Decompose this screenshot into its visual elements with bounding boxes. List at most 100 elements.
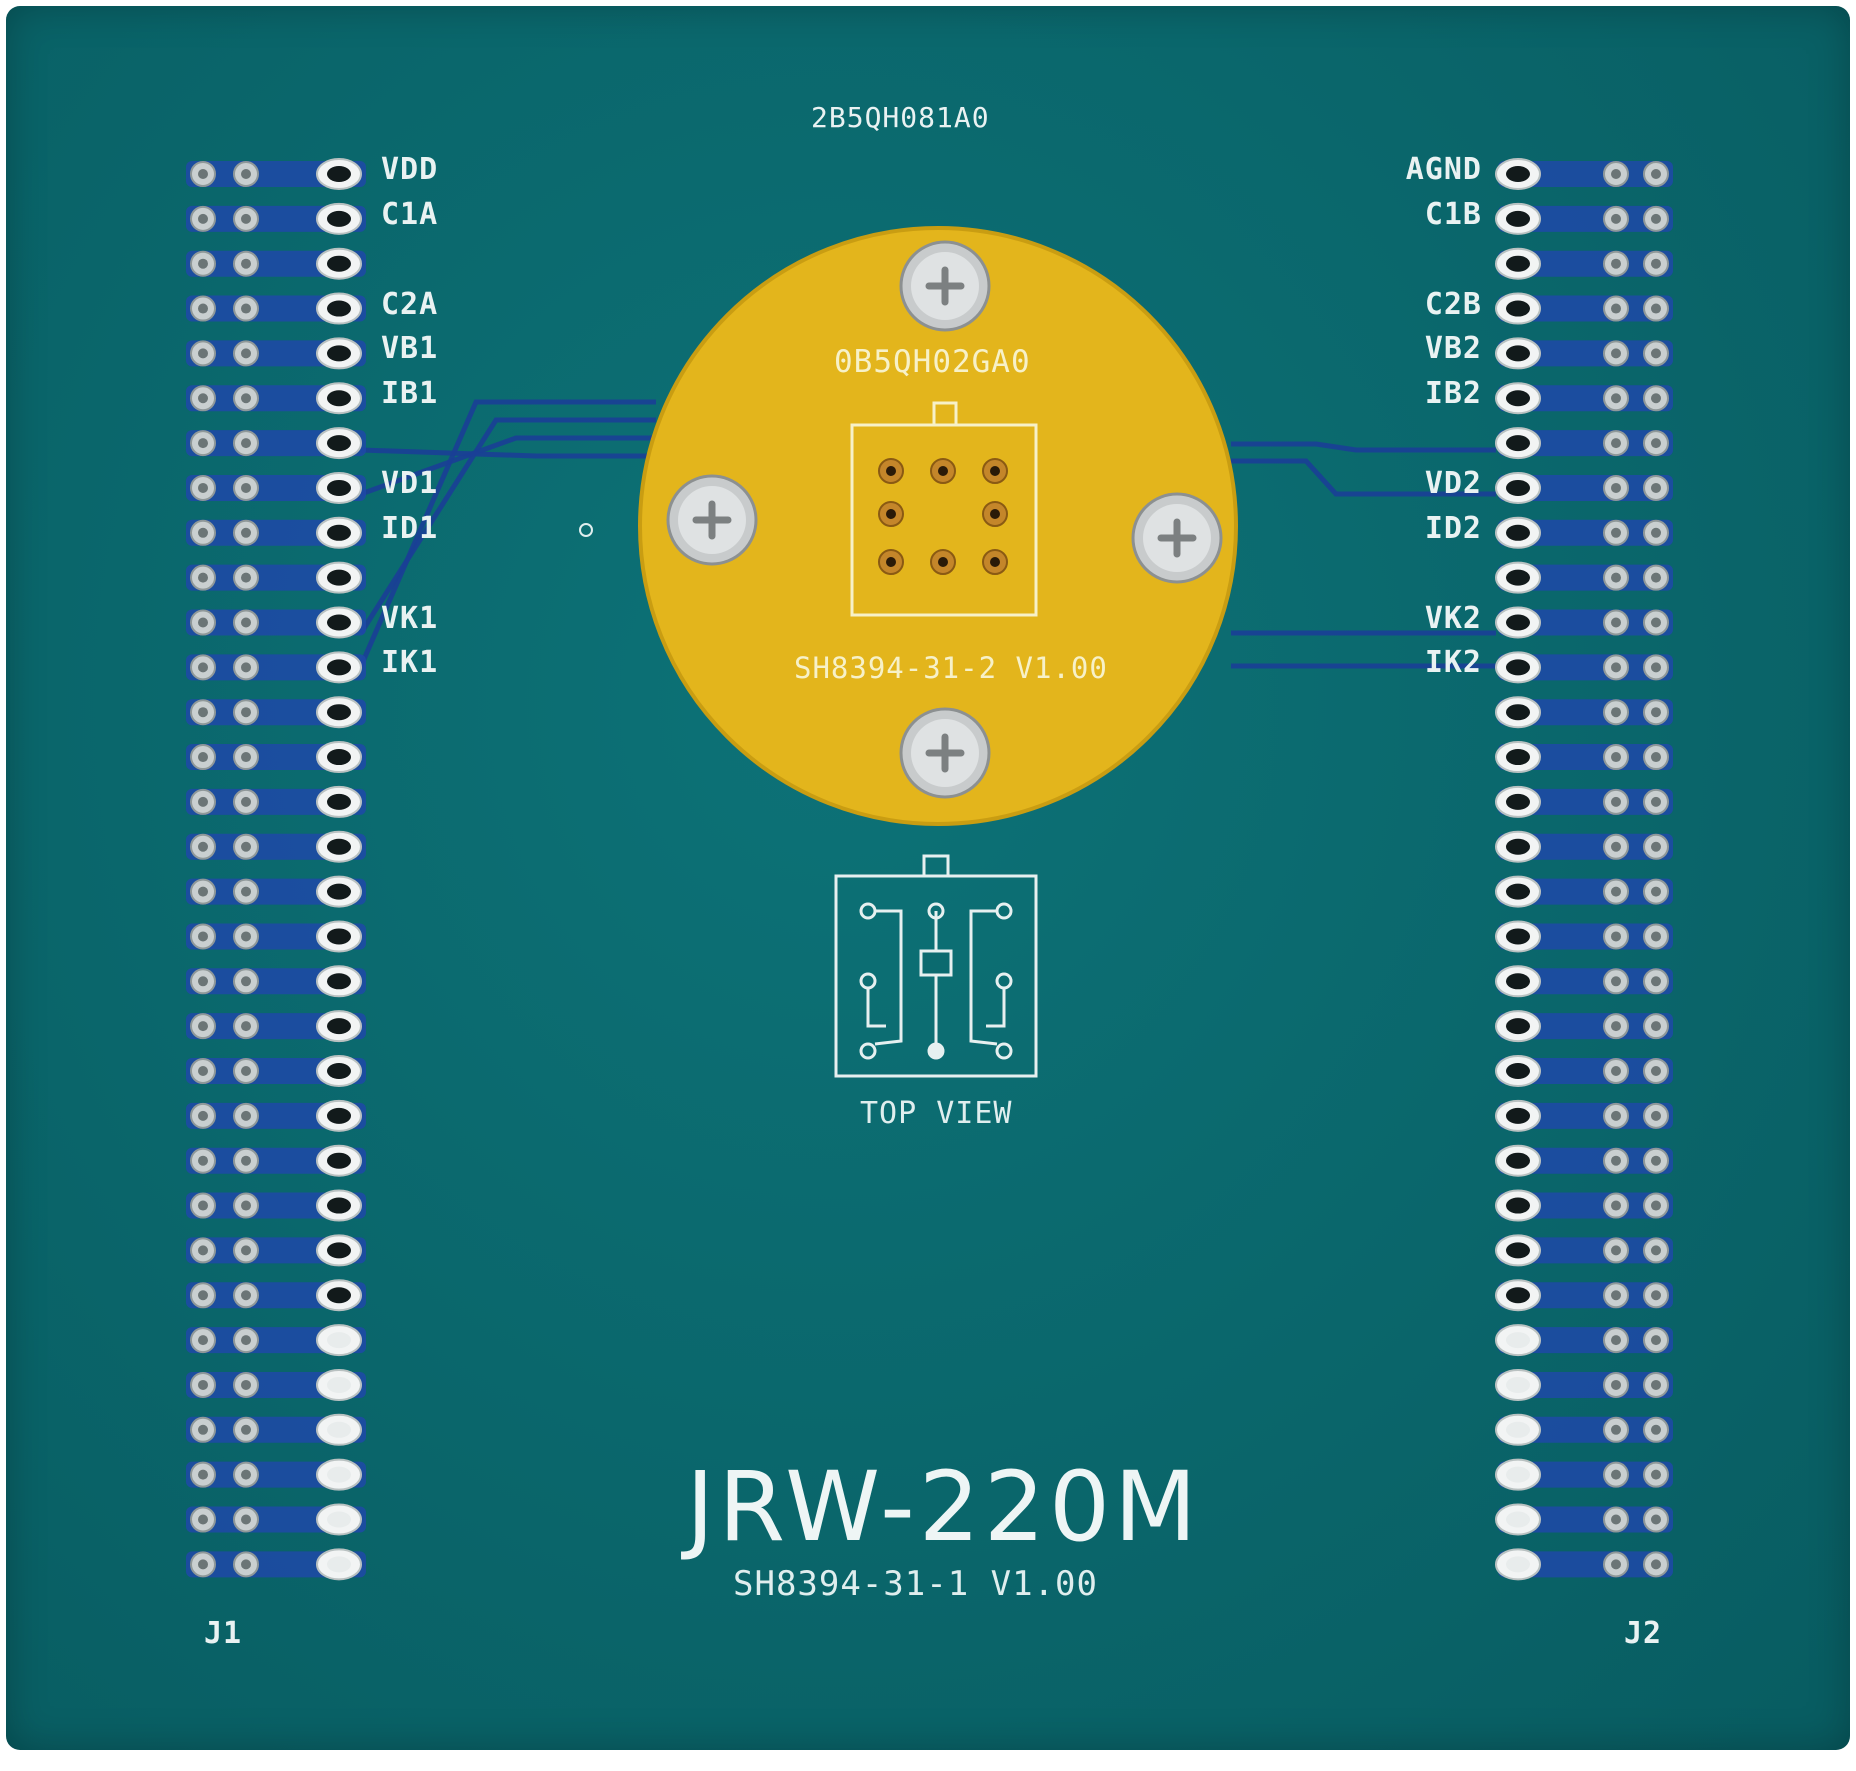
j2-pin-hole [1651, 1066, 1661, 1076]
via [579, 523, 593, 537]
j1-pin-hole [198, 796, 208, 807]
pcb-artwork [186, 158, 1673, 1581]
j2-pin-hole [1611, 1110, 1621, 1121]
j2-pin-label: IK2 [1424, 645, 1482, 681]
j1-pin-hole [198, 1335, 208, 1346]
j2-large-pad-hole [1506, 479, 1530, 496]
j2-large-pad-hole [1506, 300, 1530, 317]
j1-pin-hole [198, 931, 208, 942]
j2-designator: J2 [1624, 1616, 1663, 1651]
j1-pin-hole [198, 1469, 208, 1480]
j1-pin-hole [198, 752, 208, 763]
j1-pin-hole [241, 258, 251, 269]
top-view-diagram [834, 854, 1038, 1078]
j2-pin-hole [1611, 886, 1621, 897]
j1-pin-hole [198, 393, 208, 404]
socket-pin-hole [886, 557, 896, 567]
j1-pin-hole [198, 707, 208, 718]
j1-large-pad-hole [327, 793, 351, 810]
j2-pin-hole [1611, 662, 1621, 673]
j2-pin-hole [1651, 258, 1661, 269]
j2-pin-hole [1611, 572, 1621, 583]
j2-large-pad-hole [1506, 1511, 1530, 1528]
j2-pin-hole [1611, 438, 1621, 449]
j1-pin-hole [198, 213, 208, 224]
j1-large-pad-hole [327, 928, 351, 945]
j2-pin-hole [1611, 213, 1621, 224]
screw-slot [925, 733, 965, 773]
j2-pin-hole [1611, 258, 1621, 269]
j2-pad-strip [1498, 1327, 1673, 1354]
j2-large-pad-hole [1506, 793, 1530, 810]
j2-large-pad-hole [1506, 1107, 1530, 1124]
j2-pin-hole [1611, 1245, 1621, 1256]
j2-pin-hole [1651, 1469, 1661, 1480]
j1-pin-hole [241, 1290, 251, 1301]
j1-pin-hole [198, 1200, 208, 1211]
j2-pin-hole [1611, 617, 1621, 628]
j2-pin-label: VK2 [1424, 600, 1482, 636]
j1-pin-hole [241, 303, 251, 314]
j1-large-pad-hole [327, 883, 351, 900]
j1-large-pad-hole [327, 1152, 351, 1169]
j2-pin-hole [1651, 1335, 1661, 1346]
copper-trace [358, 417, 656, 635]
j2-pin-hole [1611, 1021, 1621, 1032]
j1-large-pad-hole [327, 210, 351, 227]
j2-large-pad-hole [1506, 749, 1530, 766]
j2-pin-hole [1611, 1066, 1621, 1076]
j1-pin-label: VK1 [381, 600, 439, 636]
copper-trace [360, 447, 656, 459]
j2-large-pad-hole [1506, 1242, 1530, 1259]
socket-pin-hole [990, 466, 1000, 476]
j2-large-pad-hole [1506, 1287, 1530, 1304]
j1-large-pad-hole [327, 1063, 351, 1079]
j1-large-pad-hole [327, 704, 351, 721]
j1-pin-label: IB1 [381, 376, 439, 412]
j1-pin-hole [198, 1066, 208, 1076]
copper-trace [358, 399, 656, 667]
j2-large-pad-hole [1506, 1556, 1530, 1573]
model-subtitle: SH8394-31-1 V1.00 [733, 1564, 1098, 1604]
j1-large-pad-hole [327, 166, 351, 182]
j2-pin-hole [1611, 1379, 1621, 1390]
j2-pad-strip [1498, 340, 1673, 367]
screw-slot [925, 266, 965, 306]
j1-large-pad-hole [327, 1107, 351, 1124]
j2-pad-strip [1498, 430, 1673, 457]
j1-pin-hole [241, 1245, 251, 1256]
j1-pin-hole [241, 662, 251, 673]
j1-pin-label: VDD [381, 152, 439, 187]
j2-pin-hole [1611, 1514, 1621, 1525]
j2-pin-hole [1651, 1021, 1661, 1032]
j2-pin-hole [1611, 527, 1621, 538]
j2-pin-hole [1651, 482, 1661, 493]
j1-pin-hole [241, 752, 251, 763]
j1-pin-hole [198, 1424, 208, 1435]
j1-pin-hole [241, 527, 251, 538]
j2-pin-hole [1611, 1335, 1621, 1346]
j1-pin-hole [241, 1469, 251, 1480]
j1-large-pad-hole [327, 1556, 351, 1573]
j2-pad-strip [1498, 1551, 1673, 1578]
j2-large-pad-hole [1506, 659, 1530, 676]
j2-pin-hole [1611, 1469, 1621, 1480]
screw-slot [692, 500, 732, 540]
j2-pin-hole [1651, 1245, 1661, 1256]
test-socket [638, 226, 1238, 826]
j1-large-pad-hole [327, 1466, 351, 1483]
j2-pad-strip [1498, 1461, 1673, 1488]
j2-pin-hole [1651, 438, 1661, 449]
j2-pin-hole [1651, 348, 1661, 359]
j2-pin-label: C1B [1424, 196, 1482, 232]
j2-pad-strip [1498, 205, 1673, 232]
j2-pin-hole [1611, 303, 1621, 314]
j1-pin-hole [241, 348, 251, 359]
j2-pin-hole [1611, 796, 1621, 807]
socket-screws [666, 240, 1223, 799]
j1-large-pad-hole [327, 614, 351, 631]
j1-large-pad-hole [327, 1242, 351, 1259]
j2-pad-strip [1498, 474, 1673, 501]
j2-pin-hole [1611, 976, 1621, 987]
j2-large-pad-hole [1506, 390, 1530, 407]
